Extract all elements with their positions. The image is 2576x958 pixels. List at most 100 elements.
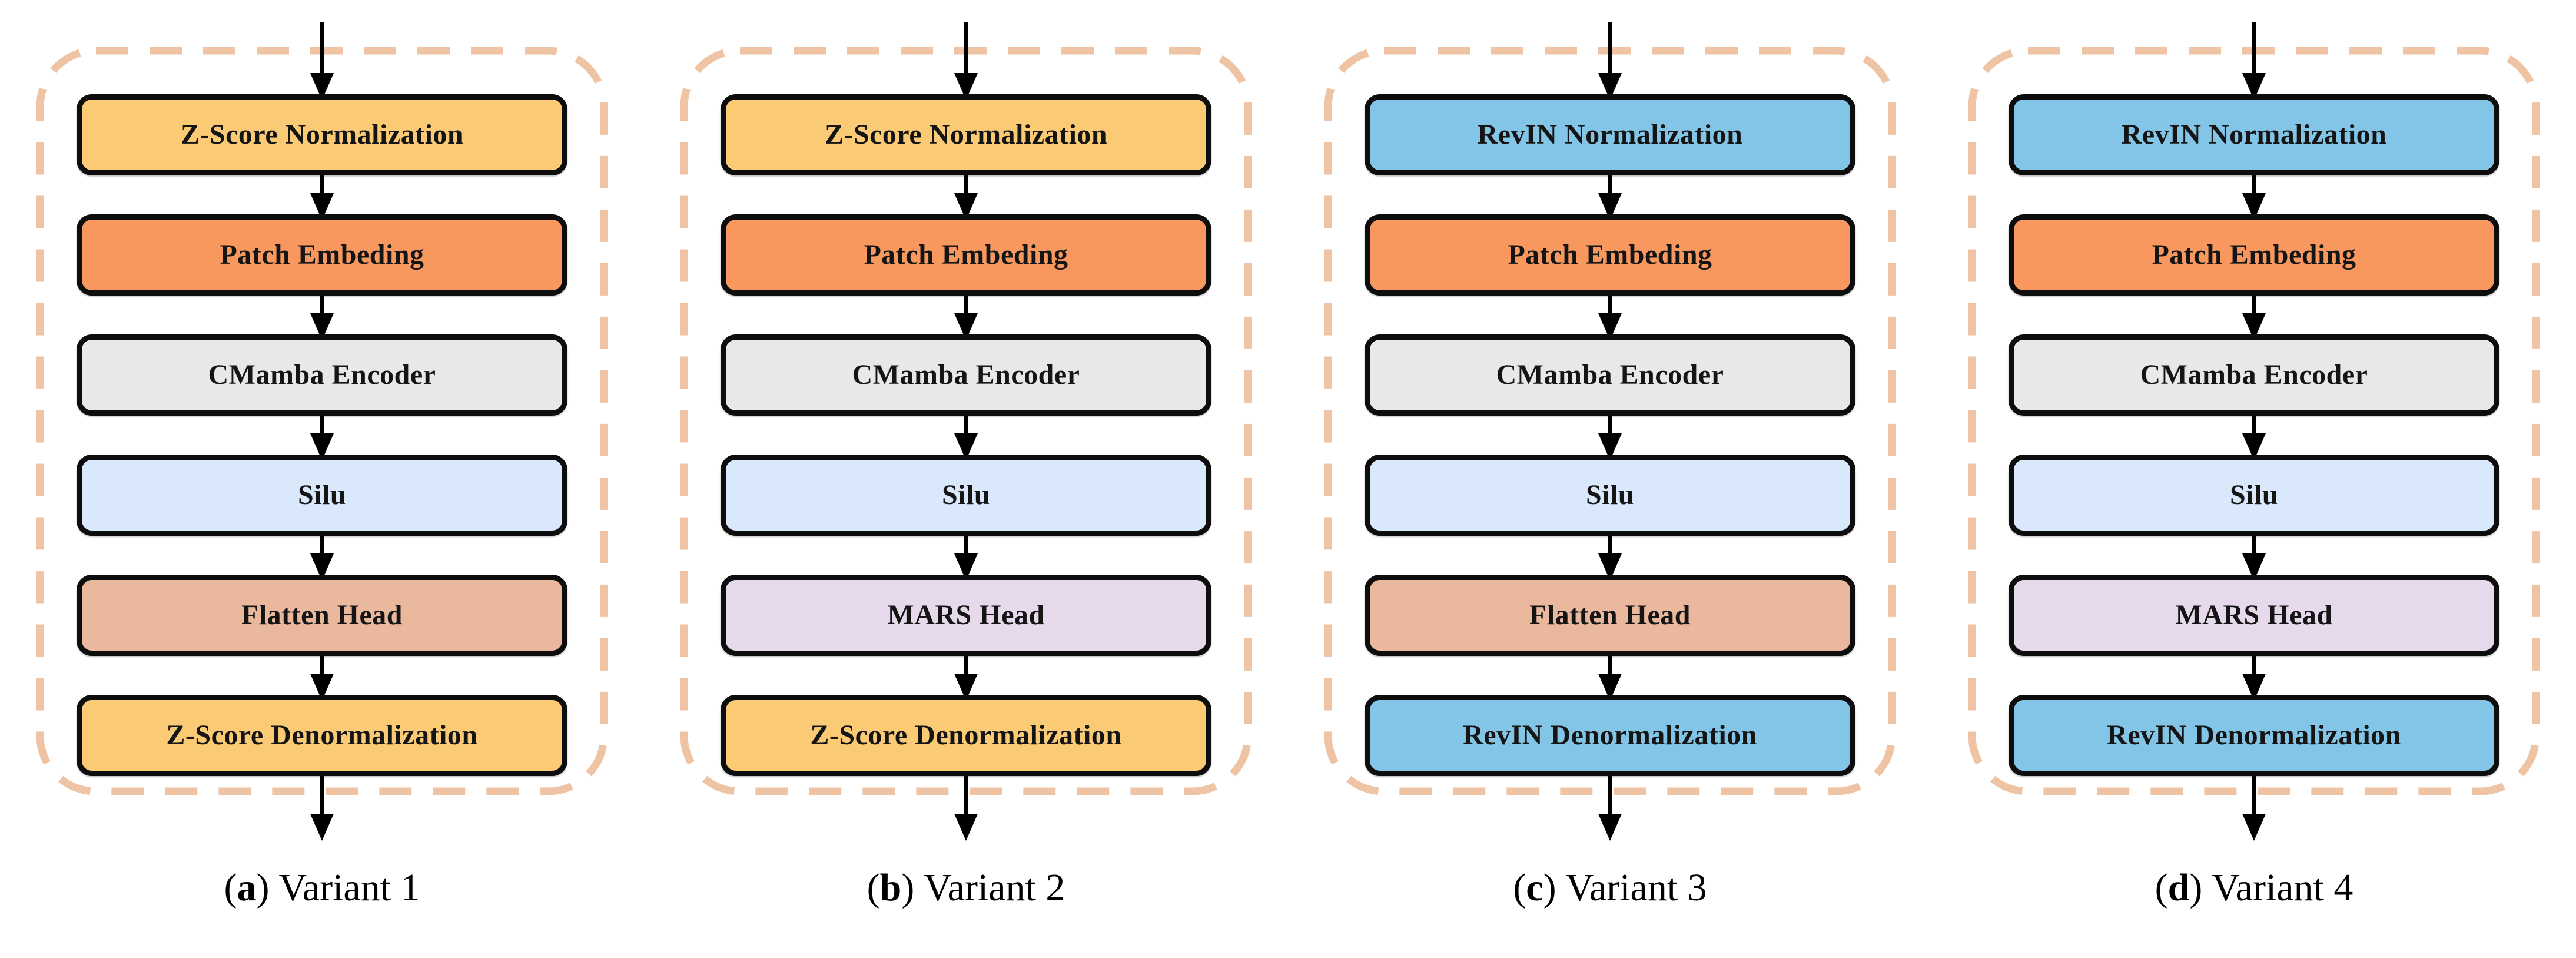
- caption-paren-close: ): [2189, 866, 2203, 909]
- flow-node-label: Flatten Head: [241, 599, 403, 631]
- flow-node: Silu: [77, 455, 567, 536]
- arrowhead-down-icon: [2242, 553, 2266, 581]
- arrowhead-down-icon: [2242, 814, 2266, 841]
- arrowhead-down-icon: [1598, 73, 1622, 100]
- flow-node-label: Silu: [297, 479, 347, 511]
- flow-node-label: Flatten Head: [1529, 599, 1691, 631]
- flow-node-label: Silu: [941, 479, 991, 511]
- caption-label: Variant 3: [1565, 866, 1707, 909]
- flow-node: Z-Score Denormalization: [721, 695, 1211, 776]
- arrowhead-down-icon: [2242, 73, 2266, 100]
- flow-node-label: Patch Embeding: [2152, 239, 2356, 270]
- flow-node-label: CMamba Encoder: [2140, 359, 2368, 390]
- flow-node-label: RevIN Denormalization: [2107, 720, 2401, 751]
- arrowhead-down-icon: [2242, 193, 2266, 220]
- flow-node-label: Silu: [1585, 479, 1635, 511]
- arrowhead-down-icon: [954, 814, 978, 841]
- flow-node: Patch Embeding: [77, 214, 567, 296]
- flow-node-label: MARS Head: [887, 599, 1045, 631]
- arrowhead-down-icon: [1598, 814, 1622, 841]
- arrowhead-down-icon: [310, 313, 334, 340]
- flow-nodes: Z-Score Normalization Patch Embeding CMa…: [0, 0, 644, 958]
- flow-node: Patch Embeding: [1365, 214, 1855, 296]
- flow-node-label: CMamba Encoder: [852, 359, 1080, 390]
- flow-node-label: Patch Embeding: [864, 239, 1068, 270]
- flow-node-label: RevIN Normalization: [2121, 119, 2387, 150]
- flow-node-label: Patch Embeding: [1508, 239, 1712, 270]
- variant-panel: RevIN Normalization Patch Embeding CMamb…: [1932, 0, 2576, 958]
- arrowhead-down-icon: [2242, 433, 2266, 460]
- caption-label: Variant 2: [924, 866, 1065, 909]
- flow-node: Silu: [1365, 455, 1855, 536]
- arrowhead-down-icon: [1598, 553, 1622, 581]
- caption-paren-open: (: [867, 866, 880, 909]
- arrowhead-down-icon: [954, 193, 978, 220]
- flow-arrows: [680, 22, 1252, 841]
- flow-node: MARS Head: [721, 575, 1211, 656]
- flow-node: Z-Score Denormalization: [77, 695, 567, 776]
- flow-node-label: MARS Head: [2175, 599, 2333, 631]
- arrowhead-down-icon: [954, 73, 978, 100]
- arrowhead-down-icon: [954, 313, 978, 340]
- flow-node: Z-Score Normalization: [721, 94, 1211, 175]
- caption-paren-open: (: [1513, 866, 1526, 909]
- flow-node-label: Silu: [2229, 479, 2279, 511]
- arrowhead-down-icon: [310, 193, 334, 220]
- caption-letter: a: [237, 866, 257, 909]
- arrowhead-down-icon: [954, 553, 978, 581]
- flow-node-label: Z-Score Normalization: [180, 119, 464, 150]
- flow-node: Silu: [721, 455, 1211, 536]
- arrowhead-down-icon: [2242, 313, 2266, 340]
- flow-node: CMamba Encoder: [721, 334, 1211, 416]
- arrowhead-down-icon: [1598, 433, 1622, 460]
- variant-panel: Z-Score Normalization Patch Embeding CMa…: [644, 0, 1288, 958]
- caption-letter: c: [1526, 866, 1543, 909]
- variant-caption: (b)Variant 2: [644, 864, 1288, 911]
- flow-node: RevIN Denormalization: [1365, 695, 1855, 776]
- flow-node: CMamba Encoder: [2009, 334, 2499, 416]
- arrowhead-down-icon: [310, 674, 334, 701]
- caption-paren-close: ): [901, 866, 915, 909]
- flow-node-label: CMamba Encoder: [208, 359, 436, 390]
- flow-node: Flatten Head: [1365, 575, 1855, 656]
- flow-node: RevIN Denormalization: [2009, 695, 2499, 776]
- flow-node: Patch Embeding: [2009, 214, 2499, 296]
- flow-node: Silu: [2009, 455, 2499, 536]
- variant-caption: (c)Variant 3: [1288, 864, 1932, 911]
- arrowhead-down-icon: [954, 433, 978, 460]
- flow-nodes: RevIN Normalization Patch Embeding CMamb…: [1932, 0, 2576, 958]
- variant-panel: RevIN Normalization Patch Embeding CMamb…: [1288, 0, 1932, 958]
- flow-node: Flatten Head: [77, 575, 567, 656]
- flow-nodes: Z-Score Normalization Patch Embeding CMa…: [644, 0, 1288, 958]
- arrowhead-down-icon: [310, 73, 334, 100]
- caption-letter: b: [879, 866, 902, 909]
- caption-letter: d: [2167, 866, 2190, 909]
- caption-label: Variant 1: [278, 866, 420, 909]
- caption-paren-open: (: [2155, 866, 2168, 909]
- flow-node: Z-Score Normalization: [77, 94, 567, 175]
- caption-paren-close: ): [1543, 866, 1556, 909]
- flow-node: RevIN Normalization: [1365, 94, 1855, 175]
- arrowhead-down-icon: [1598, 674, 1622, 701]
- arrowhead-down-icon: [310, 553, 334, 581]
- flow-node-label: Z-Score Normalization: [824, 119, 1108, 150]
- arrowhead-down-icon: [2242, 674, 2266, 701]
- variant-caption: (d)Variant 4: [1932, 864, 2576, 911]
- flow-nodes: RevIN Normalization Patch Embeding CMamb…: [1288, 0, 1932, 958]
- arrowhead-down-icon: [954, 674, 978, 701]
- flow-node: RevIN Normalization: [2009, 94, 2499, 175]
- arrowhead-down-icon: [1598, 193, 1622, 220]
- arrowhead-down-icon: [1598, 313, 1622, 340]
- arrowhead-down-icon: [310, 814, 334, 841]
- flow-node-label: RevIN Normalization: [1477, 119, 1743, 150]
- flow-node: Patch Embeding: [721, 214, 1211, 296]
- arrowhead-down-icon: [310, 433, 334, 460]
- variant-caption: (a)Variant 1: [0, 864, 644, 911]
- flow-node-label: Patch Embeding: [220, 239, 424, 270]
- flow-node: MARS Head: [2009, 575, 2499, 656]
- caption-label: Variant 4: [2212, 866, 2353, 909]
- caption-paren-close: ): [256, 866, 270, 909]
- flow-node-label: RevIN Denormalization: [1463, 720, 1757, 751]
- flow-node-label: CMamba Encoder: [1496, 359, 1724, 390]
